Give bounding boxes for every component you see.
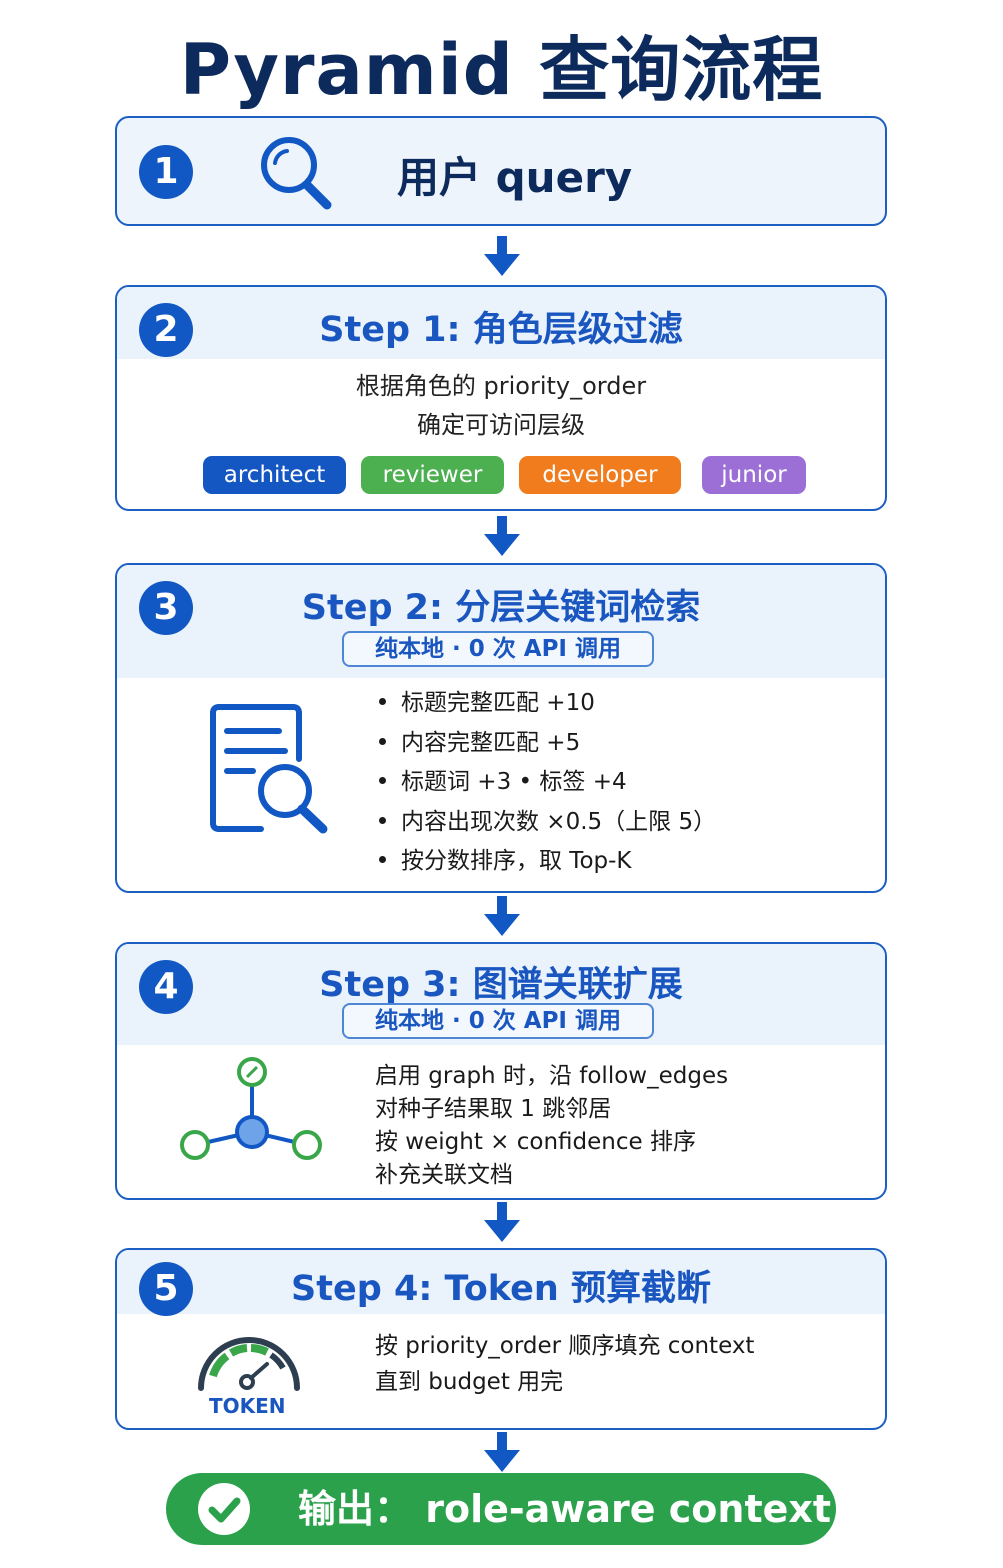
graph-expansion-card: 4 Step 3: 图谱关联扩展 纯本地 · 0 次 API 调用 启用 gra… — [115, 942, 887, 1200]
token-icon-label: TOKEN — [209, 1394, 286, 1418]
description-line: 按 weight × confidence 排序 — [375, 1129, 696, 1155]
step-number-3: 3 — [139, 581, 193, 635]
down-arrow-icon — [484, 1202, 520, 1242]
down-arrow-icon — [484, 1432, 520, 1472]
query-card: 1 用户 query — [115, 116, 887, 226]
scoring-rule: 内容完整匹配 +5 — [379, 723, 716, 763]
local-badge: 纯本地 · 0 次 API 调用 — [342, 631, 654, 667]
search-icon — [261, 137, 332, 210]
step-title: Step 3: 图谱关联扩展 — [319, 965, 683, 1005]
role-tag-developer: developer — [519, 456, 681, 494]
step-number-5: 5 — [139, 1262, 193, 1316]
output-label: 输出： role-aware context — [298, 1487, 832, 1531]
local-badge: 纯本地 · 0 次 API 调用 — [342, 1003, 654, 1039]
step-title: Step 4: Token 预算截断 — [291, 1269, 711, 1309]
down-arrow-icon — [484, 516, 520, 556]
role-tag-junior: junior — [702, 456, 806, 494]
scoring-rule: 标题完整匹配 +10 — [379, 683, 716, 723]
role-tag-reviewer: reviewer — [361, 456, 504, 494]
description-line: 对种子结果取 1 跳邻居 — [375, 1096, 612, 1122]
check-icon — [198, 1483, 250, 1535]
description-line: 启用 graph 时，沿 follow_edges — [375, 1063, 729, 1089]
step-number-2: 2 — [139, 303, 193, 357]
step-title: Step 1: 角色层级过滤 — [319, 310, 683, 350]
description-line: 补充关联文档 — [375, 1162, 513, 1188]
description-line: 根据角色的 priority_order — [355, 372, 647, 400]
gauge-icon — [198, 1337, 300, 1391]
step-number-4: 4 — [139, 960, 193, 1014]
scoring-rule: 标题词 +3 • 标签 +4 — [379, 762, 716, 802]
role-tag-architect: architect — [203, 456, 346, 494]
query-label: 用户 query — [397, 153, 633, 202]
description-line: 确定可访问层级 — [417, 411, 585, 439]
step-title: Step 2: 分层关键词检索 — [301, 588, 701, 628]
page-title: Pyramid 查询流程 — [179, 29, 824, 111]
down-arrow-icon — [484, 896, 520, 936]
scoring-rule: 内容出现次数 ×0.5（上限 5） — [379, 802, 716, 842]
token-budget-card: 5 Step 4: Token 预算截断 TOKEN 按 priority_or… — [115, 1248, 887, 1430]
description-line: 按 priority_order 顺序填充 context — [375, 1333, 755, 1359]
output-banner: 输出： role-aware context — [166, 1473, 836, 1545]
scoring-rule: 按分数排序，取 Top-K — [379, 841, 716, 881]
keyword-search-card: 3 Step 2: 分层关键词检索 纯本地 · 0 次 API 调用 标题完整匹… — [115, 563, 887, 893]
graph-icon — [180, 1057, 322, 1160]
step-number-1: 1 — [139, 145, 193, 199]
document-search-icon — [210, 704, 328, 834]
down-arrow-icon — [484, 236, 520, 276]
description-line: 直到 budget 用完 — [375, 1369, 564, 1395]
